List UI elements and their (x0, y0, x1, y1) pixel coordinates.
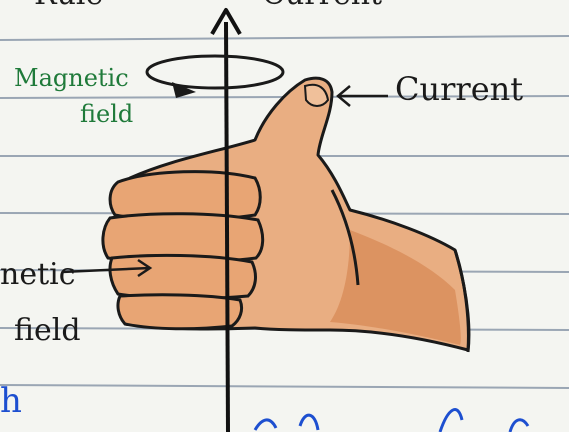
magnetic-field-top-line2: field (80, 100, 133, 128)
hand-drawing (103, 78, 469, 352)
ruled-line (0, 385, 569, 388)
ink-stroke (255, 420, 276, 430)
ruled-line (0, 36, 569, 40)
field-loop-arrowhead (172, 82, 196, 98)
ink-stroke (300, 415, 318, 430)
magnetic-field-left-line1: netic (0, 257, 76, 292)
ink-stroke (510, 420, 528, 432)
top-cut-left-label: Rule (34, 0, 103, 12)
bottom-ink-strokes (255, 410, 528, 432)
finger-3 (110, 255, 255, 298)
magnetic-field-left-line2: field (14, 313, 81, 348)
top-cut-right-label: Current (262, 0, 382, 12)
ink-stroke (440, 410, 462, 432)
current-arrow-shaft (226, 22, 228, 432)
field-loop-ellipse (147, 56, 283, 88)
curled-fingers (103, 172, 263, 329)
current-pointer (338, 86, 388, 106)
left-edge-letter: h (0, 381, 22, 421)
current-label: Current (395, 70, 523, 108)
magnetic-field-loop (147, 56, 283, 98)
finger-4 (118, 295, 242, 329)
magnetic-field-top-line1: Magnetic (14, 64, 129, 92)
